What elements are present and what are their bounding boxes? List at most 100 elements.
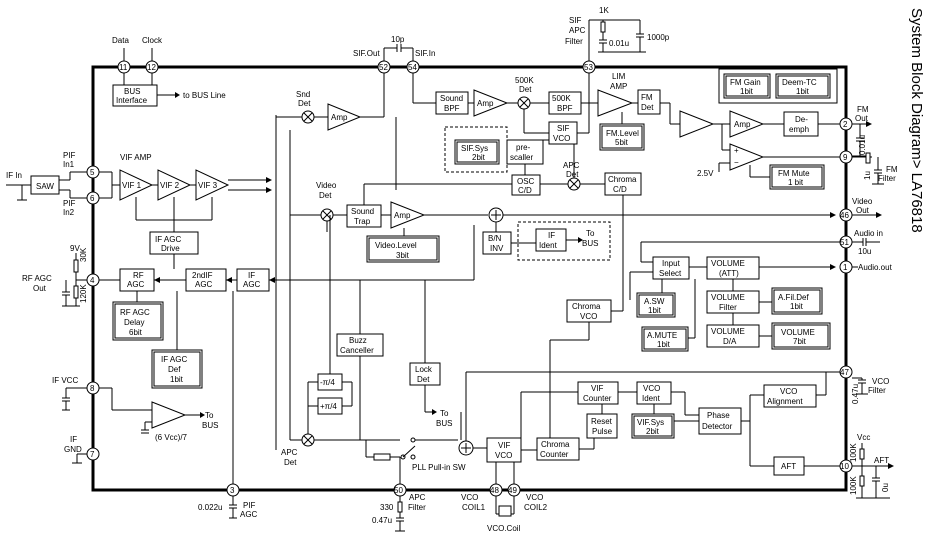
chroma-counter-label-1: Chroma	[541, 440, 570, 449]
fm-gain-block	[723, 73, 771, 99]
to-bus-line-label: to BUS Line	[183, 91, 226, 100]
to-bus-c-label-1: To	[440, 409, 449, 418]
r30k-label: 30K	[79, 247, 88, 262]
bn-inv-label-2: INV	[490, 244, 504, 253]
sif-sys-label-1: SIF.Sys	[461, 144, 488, 153]
c1u-label: 1u	[863, 171, 872, 180]
vif-amp-chain: VIF AMP VIF 1 VIF 2 VIF 3 IF AGC Drive	[99, 153, 272, 269]
fm-mute-label-1: FM Mute	[778, 169, 810, 178]
a-sw-label-1: A.SW	[644, 297, 665, 306]
vco-align-label-2: Alignment	[767, 397, 803, 406]
vif-vco-label-2: VCO	[495, 451, 512, 460]
pin-46-label: 46	[840, 211, 849, 220]
vif-counter-label-2: Counter	[583, 394, 612, 403]
second-if-agc-label-1: 2ndIF	[192, 271, 213, 280]
pin-12-label: 12	[147, 63, 156, 72]
c047u-label: 0.47u	[372, 516, 392, 525]
vco-filter-pin: 47 0.47u VCO Filter	[839, 365, 889, 404]
bottom-center-section: Buzz Canceller Lock Det To BUS -π/4 +π/4…	[281, 215, 840, 484]
vcc6-label: (6 Vcc)/7	[155, 433, 188, 442]
de-emph-label-1: De-	[795, 115, 808, 124]
input-select-block	[652, 256, 690, 280]
sif-apc-filter-label-1: SIF	[569, 16, 582, 25]
vif-vco-label-1: VIF	[498, 441, 511, 450]
pin-1-label: 1	[843, 263, 848, 272]
c0022u-label: 0.022u	[198, 503, 222, 512]
pin-50-label: 50	[394, 486, 403, 495]
osc-cd-label-1: OSC	[517, 177, 535, 186]
rf-agc-delay-block	[112, 301, 164, 341]
r100k-b-label: 100K	[849, 476, 858, 495]
rf-agc-delay-label-2: Delay	[124, 318, 144, 327]
sif-apc-filter-label-2: APC	[569, 26, 586, 35]
fm-det-block	[637, 89, 661, 115]
bn-inv-label-1: B/N	[488, 234, 502, 243]
det500k-label-2: Det	[519, 85, 532, 94]
vcc-label: Vcc	[857, 433, 870, 442]
reset-pulse-block	[586, 413, 618, 439]
to-bus-label-1: To	[586, 229, 595, 238]
fm-filter-label-1: FM	[886, 165, 898, 174]
vif-vco-section: VIF VCO 48 49 VCO COIL1 VCO COIL2 VCO.Co…	[461, 437, 548, 533]
pin-47	[839, 365, 853, 379]
if-input-section: IF In SAW PIF In1 PIF In2 5 6	[6, 151, 100, 217]
if-vcc-label: IF VCC	[52, 376, 78, 385]
vif-sys-block	[631, 413, 675, 439]
video-out-label-1: Video	[852, 197, 873, 206]
aft-pin-label: AFT	[874, 456, 889, 465]
volume-7bit-label-2: 7bit	[793, 337, 807, 346]
pin-2-label: 2	[843, 120, 848, 129]
pin-2	[839, 117, 853, 131]
sound-trap-label-1: Sound	[351, 207, 374, 216]
diagram-title: System Block Diagram> LA76818	[908, 8, 925, 233]
sif-in-label: SIF.In	[415, 49, 435, 58]
a-mute-label-1: A.MUTE	[647, 331, 677, 340]
lock-det-label-1: Lock	[415, 365, 433, 374]
pre-scaller-label-1: pre-	[516, 143, 531, 152]
pif-agc-label-2: AGC	[240, 510, 258, 519]
buzz-label-1: Buzz	[349, 336, 367, 345]
video-level-block	[366, 235, 440, 263]
r120k-label: 120K	[79, 284, 88, 303]
if-agc-def-label-3: 1bit	[170, 375, 184, 384]
vif-sys-label-2: 2bit	[646, 427, 660, 436]
fm-det-label-2: Det	[641, 103, 654, 112]
volume-filter-label-2: Filter	[719, 303, 737, 312]
pin-7	[86, 447, 100, 461]
sound-trap-label-2: Trap	[354, 217, 371, 226]
vif-amp-2	[157, 169, 192, 201]
fm-level-block	[599, 123, 645, 151]
r1k-label: 1K	[599, 6, 609, 15]
if-gnd-label-2: GND	[64, 445, 82, 454]
minus-pi4-label: -π/4	[320, 378, 335, 387]
if-agc-label-1: IF	[248, 271, 255, 280]
input-select-label-1: Input	[662, 259, 681, 268]
a-sw-label-2: 1bit	[648, 306, 662, 315]
c001u-b-label: 0.01u	[858, 135, 867, 155]
osc-cd-block	[511, 174, 541, 196]
deem-tc-label-1: Deem-TC	[782, 78, 817, 87]
r100k-a-label: 100K	[849, 443, 858, 462]
c1000p-label: 1000p	[647, 33, 670, 42]
vif-sys-label-1: VIF.Sys	[637, 418, 664, 427]
pre-scaller-block	[506, 139, 544, 165]
fm-det-label-1: FM	[641, 93, 653, 102]
fm-out-label-2: Out	[855, 114, 869, 123]
apc-filter-label-2: Filter	[408, 503, 426, 512]
vco-align-label-1: VCO	[780, 387, 797, 396]
snd-det-label-2: Det	[298, 99, 311, 108]
c001u-label: 0.01u	[609, 39, 629, 48]
snd-amp-label: Amp	[331, 113, 348, 122]
chroma-counter-label-2: Counter	[540, 450, 569, 459]
deem-tc-label-2: 1bit	[796, 87, 810, 96]
pin-54-label: 54	[408, 63, 417, 72]
video-level-label-2: 3bit	[396, 251, 410, 260]
second-if-agc-label-2: AGC	[195, 280, 213, 289]
to-bus-label-2: BUS	[582, 239, 598, 248]
if-agc-label-2: AGC	[243, 280, 261, 289]
saw-filter	[30, 175, 60, 195]
rf-agc-out-label-1: RF AGC	[22, 274, 52, 283]
if-agc-def-block	[151, 349, 203, 389]
vco-coil2-label-a: VCO	[526, 493, 543, 502]
c0u-label: 0u	[881, 483, 890, 492]
